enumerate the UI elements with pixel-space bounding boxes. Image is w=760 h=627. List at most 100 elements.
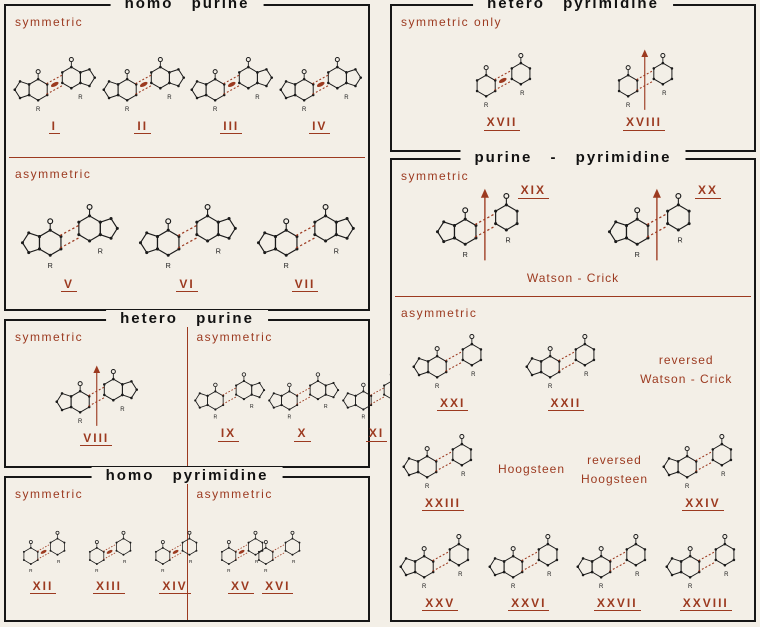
base-right (451, 433, 473, 467)
base-left (22, 540, 39, 565)
structure-numeral: VIII (80, 431, 113, 447)
molecule-pair-svg: RR (525, 333, 596, 390)
molecule-pair-svg: RR (138, 203, 237, 270)
substituent-label: R (78, 95, 83, 101)
substituent-label: R (255, 559, 259, 564)
substituent-label: R (334, 247, 339, 255)
molecule-pair-svg: RR (190, 56, 274, 113)
oxygen-atom (86, 203, 93, 210)
substituent-label: R (48, 262, 53, 270)
structure-numeral: XXII (547, 396, 585, 412)
oxygen-atom (77, 380, 83, 386)
oxygen-atom (719, 433, 725, 439)
base-right (652, 53, 674, 86)
inversion-center-marker (228, 81, 236, 87)
hydrogen-bond (494, 70, 512, 81)
base-left (399, 545, 435, 579)
base-left (412, 345, 448, 379)
twofold-axis-arrow (641, 49, 649, 111)
substituent-label: R (264, 568, 268, 573)
oxygen-atom (290, 530, 295, 535)
structure-numeral: XXVII (593, 596, 641, 612)
hydrogen-bond (695, 461, 713, 472)
hydrogen-bond (46, 74, 64, 85)
hydrogen-bond (221, 396, 237, 406)
hydrogen-bond (435, 451, 453, 462)
base-left (488, 545, 524, 579)
hydrogen-bond (235, 543, 249, 552)
oxygen-atom (468, 333, 475, 339)
substituent-label: R (511, 584, 516, 590)
inversion-center-marker (40, 549, 47, 554)
hydrogen-bond (169, 543, 183, 552)
hydrogen-bond (697, 561, 716, 572)
hydrogen-bond (59, 236, 81, 249)
substituent-label: R (435, 384, 440, 390)
substituent-label: R (36, 107, 41, 113)
divider (9, 157, 365, 158)
base-left (617, 65, 639, 98)
oxygen-atom (47, 218, 54, 225)
hydrogen-bond (369, 387, 385, 397)
molecule-pair-svg: RR (22, 530, 66, 573)
substituent-label: R (599, 584, 604, 590)
oxygen-atom (545, 533, 551, 539)
oxygen-atom (55, 530, 60, 535)
base-right (149, 56, 185, 90)
hydrogen-bond (432, 561, 450, 572)
substituent-label: R (484, 103, 489, 109)
substituent-label: R (216, 247, 221, 255)
structure-numeral: XVII (483, 115, 521, 131)
base-right (234, 372, 265, 401)
hydrogen-bond (177, 236, 199, 249)
oxygen-atom (301, 68, 307, 74)
hydrogen-bond (609, 561, 627, 572)
substituent-label: R (584, 372, 589, 378)
base-left (475, 65, 497, 98)
substituent-label: R (461, 472, 466, 478)
structure-numeral: XIX (517, 183, 549, 199)
substituent-label: R (292, 559, 296, 564)
molecule-pair-svg: RR (154, 530, 198, 573)
structure-numeral: XVIII (622, 115, 665, 131)
section-label: asymmetric (196, 330, 273, 344)
base-right (181, 530, 198, 556)
base-left (13, 68, 49, 102)
substituent-label: R (425, 484, 430, 490)
base-left (665, 545, 701, 579)
molecule-pair-svg: RR (576, 533, 647, 590)
section-label: symmetric only (401, 15, 503, 29)
structure-numeral: XII (29, 579, 57, 595)
structure-numeral: XI (365, 426, 388, 442)
base-left (154, 540, 171, 565)
oxygen-atom (286, 383, 292, 388)
oxygen-atom (459, 433, 465, 439)
molecule-pair-svg: RR (220, 530, 264, 573)
twofold-axis-arrow (480, 189, 489, 261)
